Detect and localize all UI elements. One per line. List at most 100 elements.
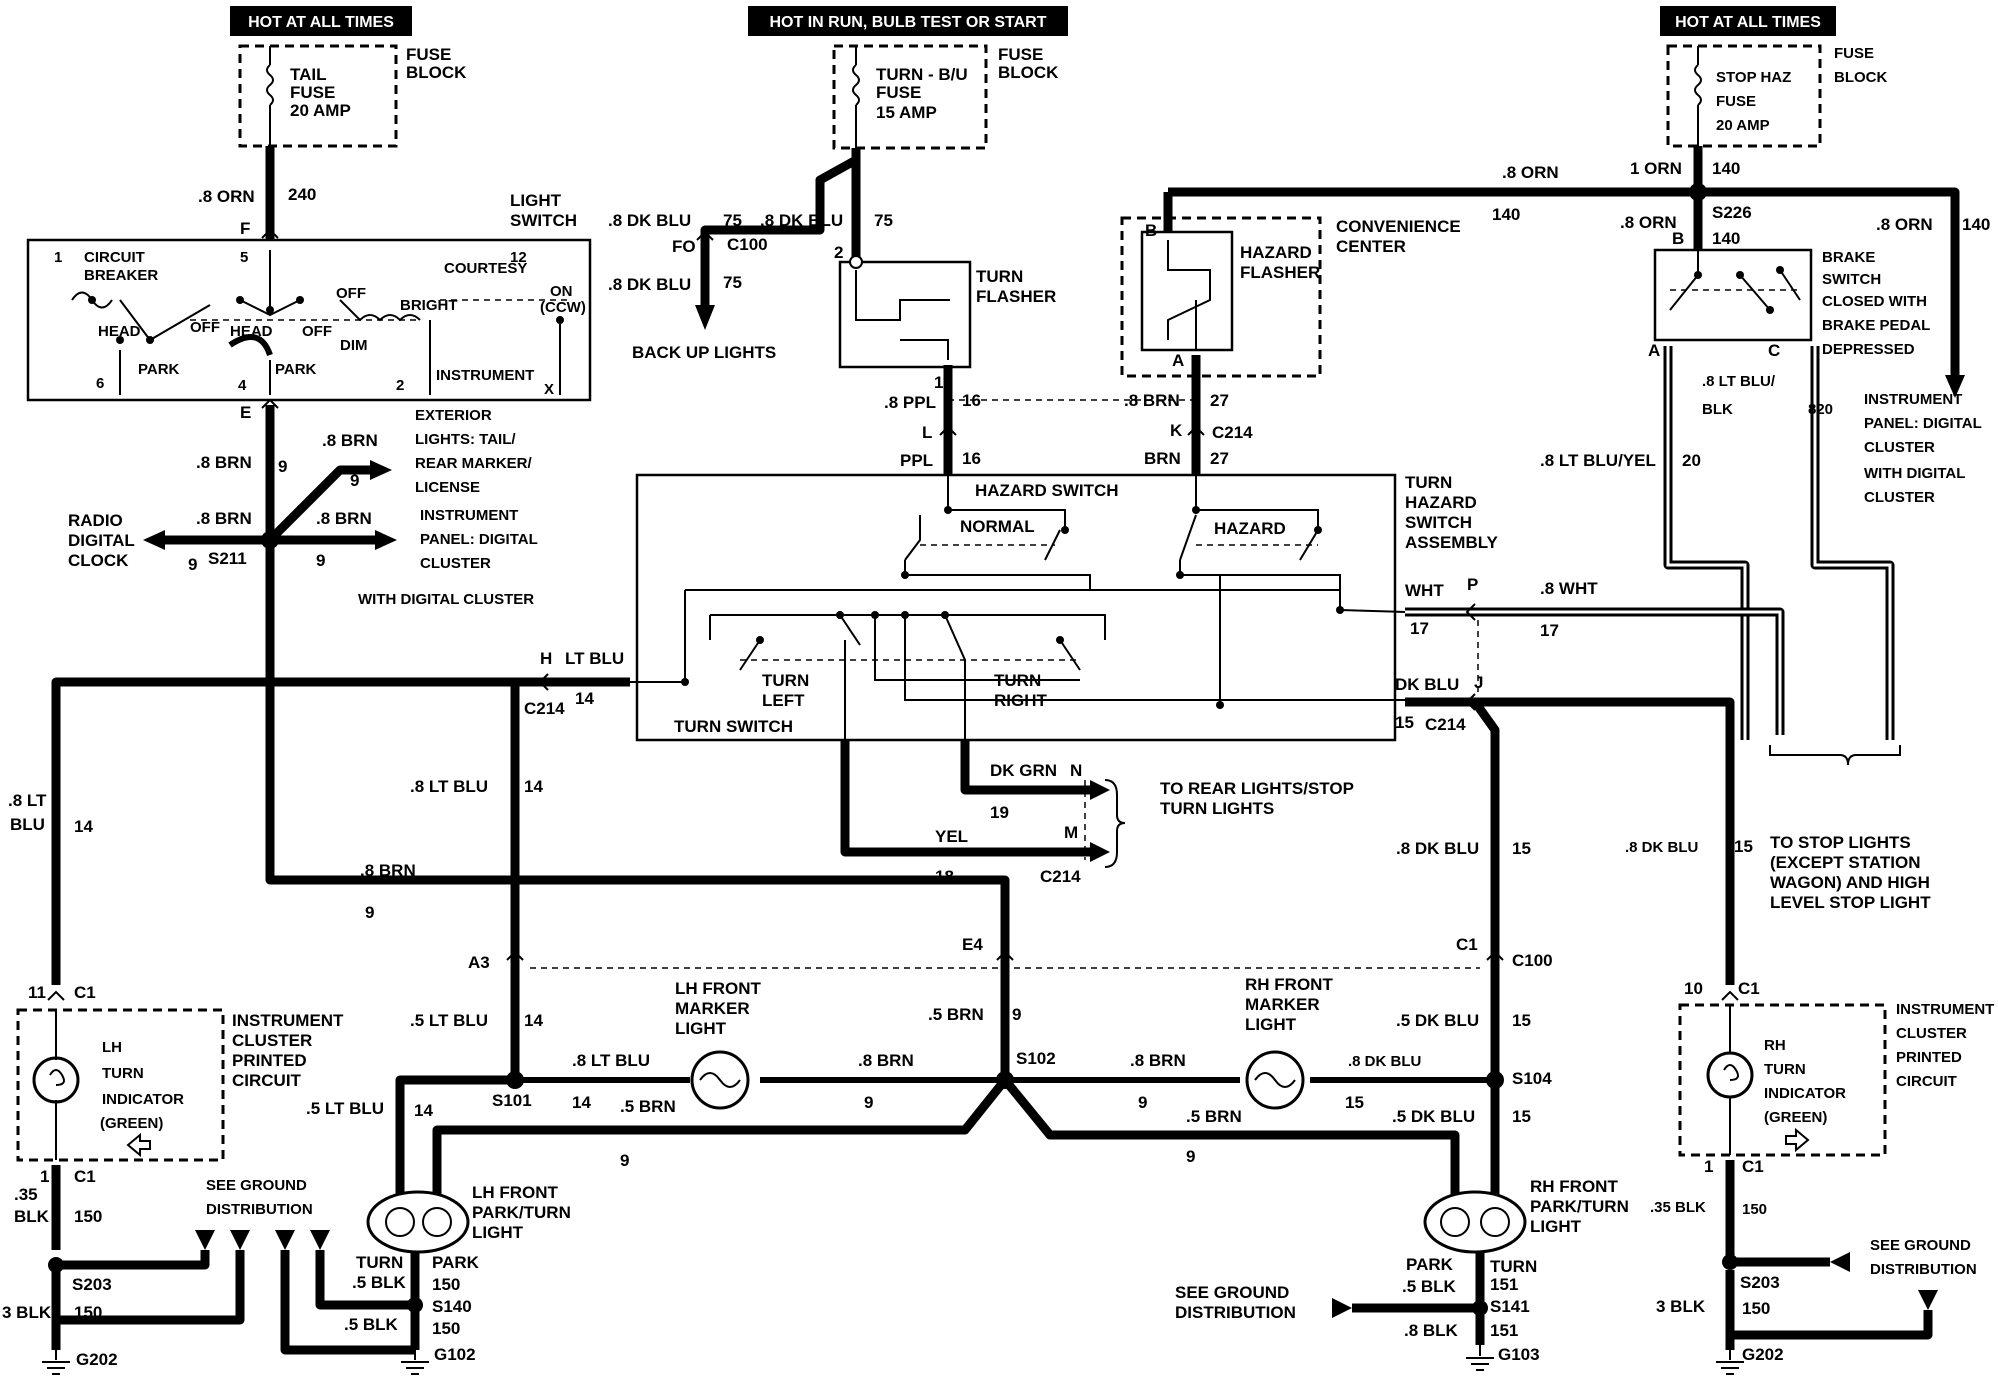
svg-text:FLASHER: FLASHER bbox=[976, 287, 1056, 306]
svg-text:RH: RH bbox=[1764, 1037, 1786, 1054]
svg-text:DK GRN: DK GRN bbox=[990, 761, 1057, 780]
svg-text:BRIGHT: BRIGHT bbox=[400, 297, 458, 314]
svg-text:PRINTED: PRINTED bbox=[232, 1051, 307, 1070]
svg-text:G202: G202 bbox=[76, 1350, 118, 1369]
svg-text:RADIO: RADIO bbox=[68, 511, 123, 530]
turn-flasher: TURN FLASHER bbox=[838, 255, 1056, 369]
svg-text:TURN: TURN bbox=[976, 267, 1023, 286]
svg-text:H: H bbox=[540, 649, 552, 668]
svg-text:FUSE: FUSE bbox=[290, 83, 335, 102]
rh-front-park-turn-light: RH FRONT PARK/TURN LIGHT bbox=[1423, 1177, 1629, 1254]
svg-text:BLOCK: BLOCK bbox=[998, 63, 1059, 82]
svg-text:YEL: YEL bbox=[935, 827, 968, 846]
svg-text:F: F bbox=[240, 219, 250, 238]
svg-text:20: 20 bbox=[1682, 451, 1701, 470]
svg-text:OFF: OFF bbox=[190, 319, 220, 336]
svg-text:.8 ORN: .8 ORN bbox=[1620, 213, 1677, 232]
svg-text:.5 BLK: .5 BLK bbox=[344, 1315, 399, 1334]
svg-text:INSTRUMENT: INSTRUMENT bbox=[232, 1011, 344, 1030]
svg-text:.8 ORN: .8 ORN bbox=[1876, 215, 1933, 234]
svg-text:5: 5 bbox=[240, 249, 248, 266]
arrow-right-icon bbox=[1090, 842, 1110, 862]
svg-text:S203: S203 bbox=[72, 1275, 112, 1294]
svg-text:MARKER: MARKER bbox=[675, 999, 750, 1018]
ground-arrow-icon bbox=[1332, 1298, 1352, 1318]
svg-text:LH FRONT: LH FRONT bbox=[472, 1183, 559, 1202]
svg-text:1: 1 bbox=[1704, 1157, 1713, 1176]
svg-text:TURN: TURN bbox=[762, 671, 809, 690]
svg-text:15: 15 bbox=[1734, 837, 1753, 856]
svg-text:WITH DIGITAL CLUSTER: WITH DIGITAL CLUSTER bbox=[358, 591, 534, 608]
svg-text:.8 LT BLU/YEL: .8 LT BLU/YEL bbox=[1540, 451, 1656, 470]
svg-text:.8 BRN: .8 BRN bbox=[1130, 1051, 1186, 1070]
svg-text:LEFT: LEFT bbox=[762, 691, 805, 710]
svg-text:.8 DK BLU: .8 DK BLU bbox=[760, 211, 843, 230]
header-hot-in-run: HOT IN RUN, BULB TEST OR START bbox=[748, 6, 1068, 36]
svg-text:LIGHT: LIGHT bbox=[510, 191, 562, 210]
svg-text:CLOCK: CLOCK bbox=[68, 551, 129, 570]
svg-text:3 BLK: 3 BLK bbox=[1656, 1297, 1706, 1316]
svg-text:RH FRONT: RH FRONT bbox=[1245, 975, 1333, 994]
svg-text:LIGHT: LIGHT bbox=[675, 1019, 727, 1038]
svg-text:STOP HAZ: STOP HAZ bbox=[1716, 69, 1791, 86]
svg-text:C: C bbox=[1768, 341, 1780, 360]
svg-text:.8 ORN: .8 ORN bbox=[198, 187, 255, 206]
turn-bu-fuse-block: TURN - B/U FUSE 15 AMP FUSE BLOCK bbox=[832, 44, 1059, 150]
svg-text:.5 BRN: .5 BRN bbox=[1186, 1107, 1242, 1126]
svg-text:SWITCH: SWITCH bbox=[1405, 513, 1472, 532]
svg-text:15: 15 bbox=[1512, 839, 1531, 858]
svg-text:.8 ORN: .8 ORN bbox=[1502, 163, 1559, 182]
svg-text:.8 DK BLU: .8 DK BLU bbox=[1625, 839, 1698, 856]
arrow-left-icon bbox=[126, 1132, 151, 1158]
svg-text:RH FRONT: RH FRONT bbox=[1530, 1177, 1618, 1196]
svg-text:.8 BRN: .8 BRN bbox=[322, 431, 378, 450]
svg-text:.8 PPL: .8 PPL bbox=[884, 393, 936, 412]
svg-text:FUSE: FUSE bbox=[998, 45, 1043, 64]
svg-text:18: 18 bbox=[935, 867, 954, 886]
svg-text:TURN: TURN bbox=[102, 1065, 144, 1082]
svg-text:CLUSTER: CLUSTER bbox=[1896, 1025, 1967, 1042]
svg-text:12: 12 bbox=[510, 249, 527, 266]
svg-text:.8 BRN: .8 BRN bbox=[196, 453, 252, 472]
svg-text:BLOCK: BLOCK bbox=[1834, 69, 1887, 86]
svg-text:.8 LT BLU/: .8 LT BLU/ bbox=[1702, 373, 1776, 390]
svg-text:(GREEN): (GREEN) bbox=[1764, 1109, 1827, 1126]
svg-text:BACK UP LIGHTS: BACK UP LIGHTS bbox=[632, 343, 776, 362]
arrows bbox=[143, 305, 1965, 1318]
svg-text:9: 9 bbox=[316, 551, 325, 570]
svg-text:G202: G202 bbox=[1742, 1345, 1784, 1364]
svg-text:PANEL: DIGITAL: PANEL: DIGITAL bbox=[420, 531, 538, 548]
svg-text:.8 DK BLU: .8 DK BLU bbox=[608, 275, 691, 294]
svg-text:151: 151 bbox=[1490, 1275, 1518, 1294]
svg-text:.5 DK BLU: .5 DK BLU bbox=[1396, 1011, 1479, 1030]
svg-text:PARK: PARK bbox=[275, 361, 317, 378]
svg-text:11: 11 bbox=[28, 983, 46, 1002]
svg-text:DISTRIBUTION: DISTRIBUTION bbox=[1175, 1303, 1296, 1322]
svg-text:19: 19 bbox=[990, 803, 1009, 822]
svg-text:16: 16 bbox=[962, 449, 981, 468]
svg-text:.8 BRN: .8 BRN bbox=[316, 509, 372, 528]
svg-text:C214: C214 bbox=[1212, 423, 1253, 442]
svg-text:CLUSTER: CLUSTER bbox=[232, 1031, 312, 1050]
svg-text:A: A bbox=[1172, 351, 1184, 370]
arrow-right-icon bbox=[370, 460, 392, 480]
svg-text:C100: C100 bbox=[727, 235, 768, 254]
svg-text:REAR MARKER/: REAR MARKER/ bbox=[415, 455, 533, 472]
svg-text:1: 1 bbox=[40, 1167, 49, 1186]
fuse-icon bbox=[852, 64, 860, 106]
svg-text:ON: ON bbox=[550, 283, 573, 300]
svg-text:HAZARD: HAZARD bbox=[1214, 519, 1286, 538]
ic-left: LH TURN INDICATOR (GREEN) INSTRUMENT CLU… bbox=[16, 1008, 344, 1162]
svg-text:MARKER: MARKER bbox=[1245, 995, 1320, 1014]
svg-text:.8 LT BLU: .8 LT BLU bbox=[572, 1051, 650, 1070]
svg-text:PARK: PARK bbox=[432, 1253, 480, 1272]
svg-text:.5 BLK: .5 BLK bbox=[1402, 1277, 1457, 1296]
svg-text:WHT: WHT bbox=[1405, 581, 1444, 600]
svg-text:27: 27 bbox=[1210, 391, 1229, 410]
svg-text:4: 4 bbox=[238, 377, 247, 394]
svg-text:WITH DIGITAL: WITH DIGITAL bbox=[1864, 465, 1965, 482]
svg-text:CLOSED WITH: CLOSED WITH bbox=[1822, 293, 1927, 310]
svg-text:.5 DK BLU: .5 DK BLU bbox=[1392, 1107, 1475, 1126]
svg-text:SWITCH: SWITCH bbox=[1822, 271, 1881, 288]
svg-text:14: 14 bbox=[524, 777, 543, 796]
